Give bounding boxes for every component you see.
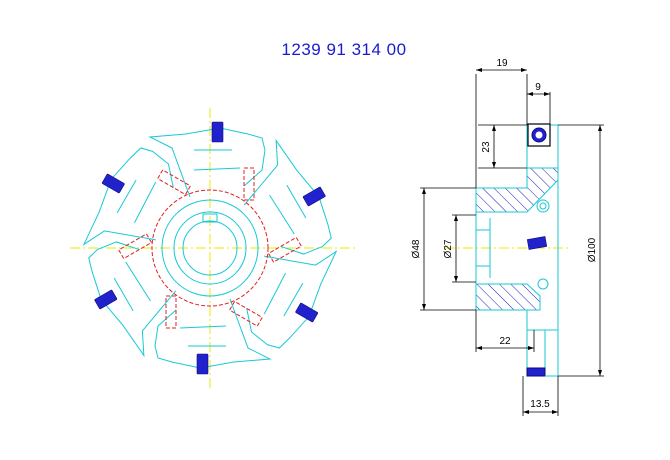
part-number-title: 1239 91 314 00 (281, 40, 407, 59)
bore-circle (182, 220, 238, 276)
tooth (228, 250, 338, 349)
tooth (148, 121, 266, 201)
dim-23: 23 (481, 141, 492, 153)
insert-icon (101, 173, 125, 194)
insert-icon (94, 289, 118, 310)
screw-hidden (118, 233, 153, 260)
tooth (154, 295, 272, 375)
screw-hidden (157, 169, 192, 196)
tooth (82, 147, 192, 246)
tooth (243, 138, 332, 263)
insert-icon (211, 121, 224, 143)
dim-19: 19 (496, 58, 508, 69)
clamp-screw-lower (537, 278, 549, 290)
section-hatch-top (475, 167, 559, 213)
insert-side-icon (526, 236, 548, 250)
side-view (445, 123, 570, 377)
insert-icon (196, 353, 209, 375)
dimensions (420, 68, 604, 416)
hub-outer-circle (161, 199, 259, 297)
screw-hidden (228, 300, 263, 327)
dim-27: Ø27 (443, 239, 454, 258)
dim-100: Ø100 (587, 237, 598, 262)
dim-48: Ø48 (411, 239, 422, 258)
hub-middle-circle (173, 211, 247, 285)
insert-icon (295, 302, 319, 323)
insert-bottom-icon (526, 367, 546, 377)
screw-hidden (165, 295, 177, 329)
keyway (202, 213, 218, 223)
insert-icon (302, 186, 326, 207)
screw-hidden (243, 167, 255, 201)
screw-hidden (267, 236, 302, 263)
clamp-screw (536, 199, 550, 213)
front-view (70, 108, 355, 390)
dim-13-5: 13.5 (530, 399, 550, 410)
dim-22: 22 (499, 336, 511, 347)
hidden-pitch-circle (151, 189, 269, 307)
front-teeth (82, 121, 338, 375)
dim-9: 9 (535, 82, 541, 93)
section-hatch-bottom (475, 283, 541, 311)
tooth (88, 233, 177, 358)
